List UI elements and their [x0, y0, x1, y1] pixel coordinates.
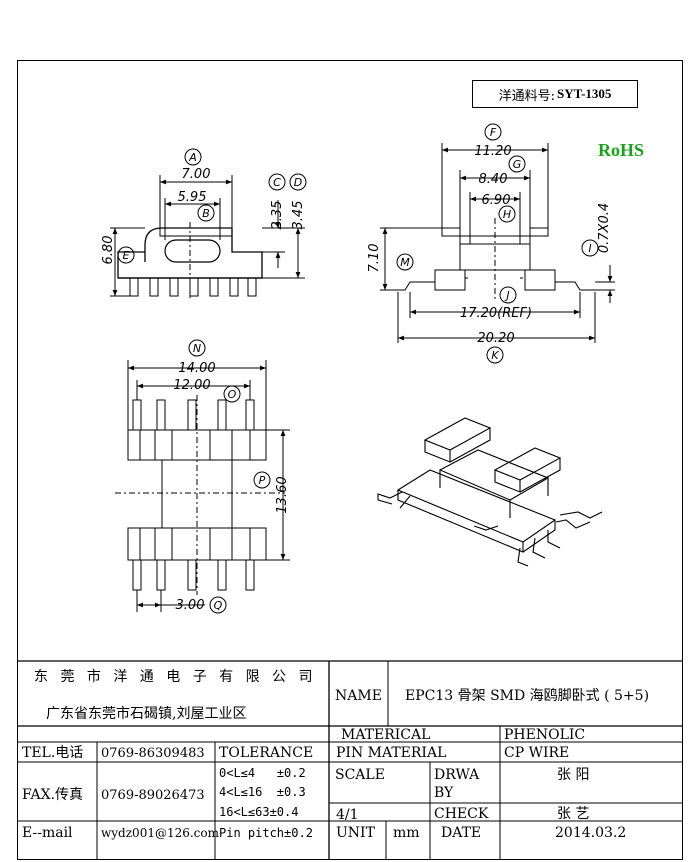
tolerance-rule-4: Pin pitch±0.2: [219, 826, 313, 840]
part-number-box: 洋通料号: SYT-1305: [472, 80, 638, 108]
drawing-sheet-border: [17, 60, 683, 860]
name-value: EPC13 骨架 SMD 海鸥脚卧式 ( 5+5): [405, 688, 650, 704]
dim-I-value: 0.7X0.4: [597, 203, 612, 253]
date-value: 2014.03.2: [555, 825, 627, 841]
check-label: CHECK: [434, 806, 489, 822]
check-value: 张 艺: [557, 806, 590, 822]
part-number-label: 洋通料号:: [498, 88, 555, 104]
tolerance-label: TOLERANCE: [219, 745, 314, 761]
drawn-by-value: 张 阳: [557, 767, 590, 783]
unit-value: mm: [393, 825, 420, 841]
pin-material-label: PIN MATERIAL: [336, 745, 447, 761]
pin-material-value: CP WIRE: [504, 745, 570, 761]
dim-B-value: 5.95: [178, 190, 207, 205]
rohs-mark: RoHS: [598, 140, 645, 160]
top-view-upper-pins: [132, 399, 255, 431]
scale-label: SCALE: [335, 767, 385, 783]
material-value: PHENOLIC: [504, 727, 586, 743]
tel-label: TEL.电话: [22, 745, 84, 761]
svg-text:O: O: [228, 388, 237, 401]
drawn-by-label-line1: DRWA: [434, 767, 480, 783]
email-value: wydz001@126.com: [101, 826, 220, 840]
svg-text:J: J: [504, 289, 509, 302]
svg-text:A: A: [188, 151, 197, 164]
dim-K-value: 20.20: [477, 331, 514, 346]
side-view: 11.20 8.40 6.90 0.7X0.4 17.20(REF) 20.20…: [367, 123, 615, 364]
tolerance-rule-3: 16<L≤63±0.4: [219, 805, 299, 819]
fax-label: FAX.传真: [22, 787, 84, 803]
email-label: E--mail: [22, 825, 73, 841]
part-number-value: SYT-1305: [556, 86, 612, 101]
svg-text:K: K: [491, 349, 499, 362]
dim-N-value: 14.00: [178, 361, 215, 376]
unit-label: UNIT: [336, 825, 375, 841]
svg-text:G: G: [513, 158, 522, 171]
dim-A-value: 7.00: [182, 167, 211, 182]
svg-text:B: B: [202, 207, 210, 220]
dim-P-value: 13.60: [275, 476, 290, 513]
scale-value: 4/1: [336, 807, 359, 823]
fax-value: 0769-89026473: [101, 788, 205, 803]
dim-J-value: 17.20(REF): [460, 306, 532, 321]
svg-text:F: F: [490, 126, 497, 139]
svg-text:P: P: [259, 474, 266, 487]
svg-text:Q: Q: [214, 599, 223, 612]
dim-C-value: 2.35: [270, 201, 285, 230]
dim-G-value: 8.40: [479, 172, 508, 187]
drawn-by-label-line2: BY: [434, 785, 454, 801]
svg-text:N: N: [193, 342, 201, 355]
company-address: 广东省东莞市石碣镇,刘屋工业区: [46, 706, 247, 722]
top-view: 14.00 12.00 13.60 3.00 N O P Q: [115, 339, 290, 614]
dim-M-value: 7.10: [367, 244, 382, 273]
tolerance-rule-2: 4<L≤16 ±0.3: [219, 785, 306, 799]
dim-E-value: 6.80: [101, 236, 116, 265]
dim-Q-value: 3.00: [176, 598, 205, 613]
dim-F-value: 11.20: [474, 144, 511, 159]
tolerance-rule-1: 0<L≤4 ±0.2: [219, 766, 306, 780]
dim-D-value: 3.45: [291, 201, 306, 230]
name-label: NAME: [335, 688, 382, 704]
svg-text:H: H: [503, 208, 511, 221]
company-name: 东 莞 市 洋 通 电 子 有 限 公 司: [34, 669, 317, 685]
top-view-lower-pins: [132, 559, 255, 591]
svg-text:C: C: [273, 176, 281, 189]
title-block-grid: [17, 660, 683, 860]
date-label: DATE: [441, 825, 482, 841]
dim-O-value: 12.00: [173, 378, 210, 393]
svg-text:M: M: [400, 256, 410, 269]
front-view-pins: [129, 277, 257, 297]
svg-text:D: D: [294, 176, 302, 189]
svg-text:E: E: [123, 249, 130, 262]
dim-H-value: 6.90: [482, 193, 511, 208]
tel-value: 0769-86309483: [101, 746, 205, 761]
isometric-view: [377, 417, 603, 567]
svg-text:I: I: [588, 242, 591, 255]
material-label: MATERICAL: [341, 727, 431, 743]
